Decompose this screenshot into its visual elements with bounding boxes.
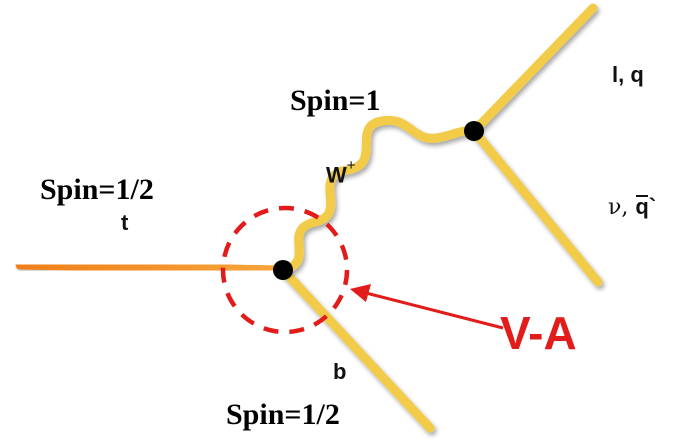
antiquark-symbol: q [635, 194, 649, 219]
tbw-vertex [273, 260, 293, 280]
lepton-quark-line [469, 3, 598, 136]
va-arrow-shaft [365, 291, 504, 330]
neutrino-antiquark-label: ν, q` [608, 194, 657, 220]
top-quark-label: t [121, 210, 129, 235]
vertex-highlight-dashed-circle [220, 205, 350, 335]
w-boson-symbol: W [326, 162, 347, 188]
neutrino-antiquark-line [469, 126, 603, 287]
va-coupling-label: V-A [500, 307, 577, 359]
w-boson-wavy-line [278, 115, 479, 275]
bottom-spin-label: Spin=1/2 [226, 398, 340, 431]
w-boson-label: W+ [326, 158, 356, 188]
w-spin-label: Spin=1 [290, 84, 381, 117]
b-quark-label: b [333, 359, 347, 384]
lepton-quark-label: l, q [612, 62, 644, 87]
antiquark-suffix: ` [648, 194, 657, 219]
w-decay-vertex [464, 121, 484, 141]
b-quark-line [278, 265, 435, 433]
neutrino-symbol: ν, [608, 195, 636, 220]
top-spin-label: Spin=1/2 [40, 173, 154, 206]
w-charge-superscript: + [346, 157, 356, 174]
va-arrowhead-icon [350, 284, 371, 302]
top-quark-line [15, 260, 288, 275]
